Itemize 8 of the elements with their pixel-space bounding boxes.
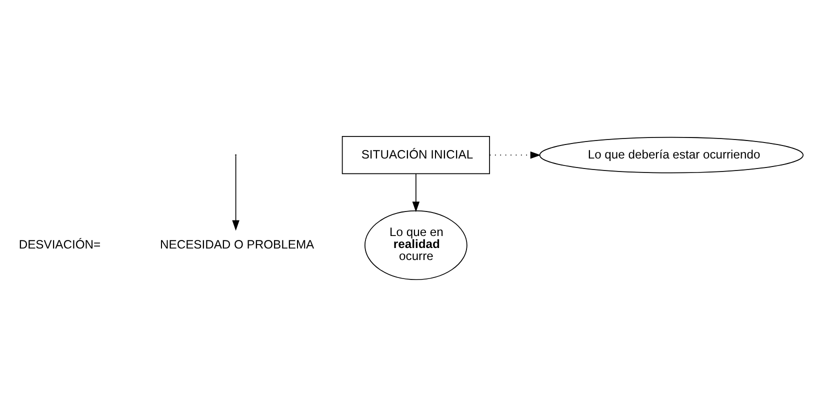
arrow (489, 150, 541, 158)
arrow (412, 172, 420, 212)
node-box: SITUACIÓN INICIAL (342, 136, 490, 174)
label: DESVIACIÓN= (18, 236, 101, 251)
node-ellipse: Lo que debería estar ocurriendo (539, 136, 804, 173)
node-ellipse: Lo que en realidad ocurre (364, 210, 468, 280)
node-text: NECESIDAD O PROBLEMA (160, 236, 314, 251)
arrow (232, 155, 240, 230)
